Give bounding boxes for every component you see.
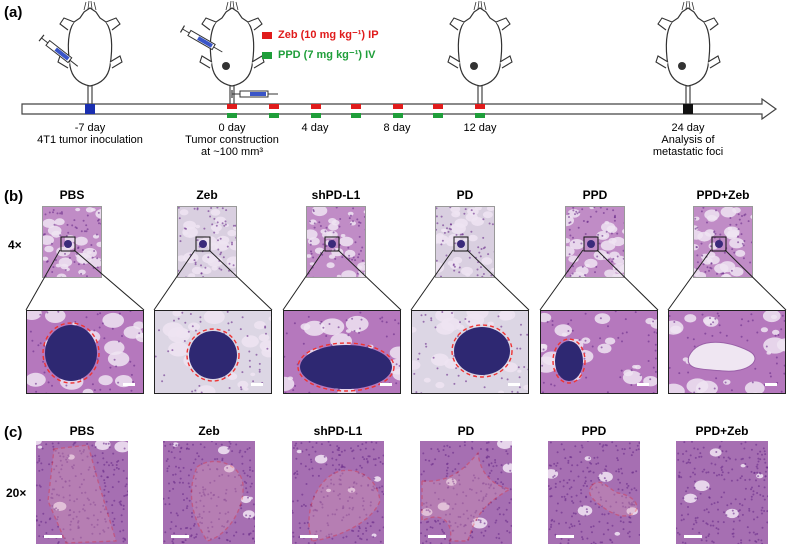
zeb-dose-marker xyxy=(433,104,443,109)
ppd-legend-swatch xyxy=(262,52,272,59)
group-label: PBS xyxy=(69,424,95,438)
group-label: PPD+Zeb xyxy=(695,424,749,438)
panel-label-c: (c) xyxy=(4,424,23,441)
group-label: PD xyxy=(456,188,474,202)
syringe-icon xyxy=(231,89,279,99)
group-label: Zeb xyxy=(198,424,220,438)
timeline-label-d4: 4 day xyxy=(301,122,329,134)
tumor-marker xyxy=(470,62,478,70)
lung-section-thumbnail xyxy=(565,206,625,278)
ppd-dose-marker xyxy=(433,113,443,118)
ppd-legend-label: PPD (7 mg kg⁻¹) IV xyxy=(278,49,376,61)
metastatic-focus-zoom xyxy=(540,310,658,394)
zeb-dose-marker xyxy=(393,104,403,109)
group-label: shPD-L1 xyxy=(313,424,363,438)
event-label: Analysis of xyxy=(661,134,715,146)
mouse-icon xyxy=(655,0,721,107)
timeline-label-d0: 0 day Tumor construction at ~100 mm³ xyxy=(172,122,292,158)
timeline-label-d24: 24 day Analysis of metastatic foci xyxy=(628,122,748,158)
ppd-dose-marker xyxy=(475,113,485,118)
lung-section-thumbnail xyxy=(693,206,753,278)
tumor-marker xyxy=(678,62,686,70)
ppd-dose-marker xyxy=(351,113,361,118)
metastatic-focus-zoom xyxy=(283,310,401,394)
group-label: Zeb xyxy=(196,188,218,202)
event-label: Tumor construction xyxy=(185,134,279,146)
ppd-dose-marker xyxy=(311,113,321,118)
liver-section-20x xyxy=(163,441,255,544)
group-label: PPD xyxy=(582,188,608,202)
liver-section-20x xyxy=(676,441,768,544)
ppd-dose-marker xyxy=(393,113,403,118)
metastatic-focus-zoom xyxy=(154,310,272,394)
magnification-label-4x: 4× xyxy=(8,238,22,252)
group-label: PPD+Zeb xyxy=(696,188,750,202)
group-label: PBS xyxy=(59,188,85,202)
day-label: 0 day xyxy=(218,122,246,134)
mouse-icon xyxy=(447,0,513,107)
mouse-icon xyxy=(57,0,123,107)
panel-label-a: (a) xyxy=(4,4,23,21)
timeline-label-d12: 12 day xyxy=(463,122,497,134)
zeb-legend-swatch xyxy=(262,32,272,39)
zeb-dose-marker xyxy=(475,104,485,109)
ppd-dose-marker xyxy=(227,113,237,118)
day-label: 24 day xyxy=(671,122,705,134)
group-label: PPD xyxy=(581,424,607,438)
ppd-dose-marker xyxy=(269,113,279,118)
lung-section-thumbnail xyxy=(306,206,366,278)
event-label: at ~100 mm³ xyxy=(200,146,264,158)
zeb-dose-marker xyxy=(351,104,361,109)
day-label: -7 day xyxy=(74,122,106,134)
event-label: metastatic foci xyxy=(652,146,724,158)
liver-section-20x xyxy=(292,441,384,544)
magnification-label-20x: 20× xyxy=(6,486,27,500)
treatment-schedule-diagram xyxy=(21,0,778,121)
tumor-marker xyxy=(222,62,230,70)
lung-section-thumbnail xyxy=(42,206,102,278)
panel-label-b: (b) xyxy=(4,188,24,205)
zeb-dose-marker xyxy=(227,104,237,109)
liver-section-20x xyxy=(548,441,640,544)
event-label: 4T1 tumor inoculation xyxy=(37,134,143,146)
metastatic-focus-zoom xyxy=(668,310,786,394)
timeline-label-d8: 8 day xyxy=(383,122,411,134)
lung-section-thumbnail xyxy=(435,206,495,278)
dose-markers xyxy=(227,104,485,118)
group-label: shPD-L1 xyxy=(311,188,361,202)
zeb-dose-marker xyxy=(269,104,279,109)
group-label: PD xyxy=(457,424,475,438)
inoculation-marker xyxy=(85,104,95,114)
metastatic-focus-zoom xyxy=(26,310,144,394)
analysis-marker xyxy=(683,104,693,114)
timeline-label-m7: -7 day 4T1 tumor inoculation xyxy=(30,122,150,146)
liver-section-20x xyxy=(36,441,128,544)
metastatic-focus-zoom xyxy=(411,310,529,394)
liver-section-20x xyxy=(420,441,512,544)
zeb-legend-label: Zeb (10 mg kg⁻¹) IP xyxy=(278,29,379,41)
zeb-dose-marker xyxy=(311,104,321,109)
lung-section-thumbnail xyxy=(177,206,237,278)
